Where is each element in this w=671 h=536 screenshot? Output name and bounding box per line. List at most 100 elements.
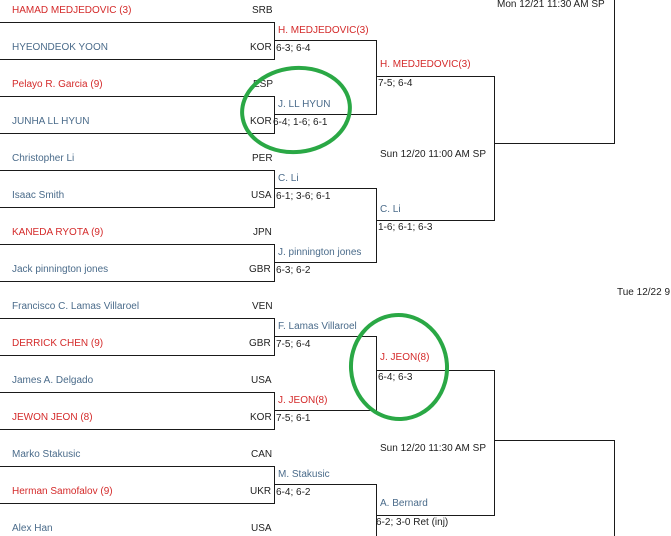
player-name: Pelayo R. Garcia (9) [12, 79, 103, 90]
r3-winner: H. MEDJEDOVIC(3) [380, 59, 471, 70]
r1-line [0, 22, 274, 23]
r2-score: 7-5; 6-1 [276, 413, 311, 424]
r1-connector [274, 318, 275, 356]
r1-line [0, 59, 274, 60]
player-country: KOR [250, 42, 272, 53]
r4-line [494, 143, 614, 144]
player-name: Marko Stakusic [12, 449, 81, 460]
player-name: Christopher Li [12, 153, 75, 164]
schedule-r3-bottom: Sun 12/20 11:30 AM SP [380, 443, 487, 454]
r3-winner: A. Bernard [380, 498, 428, 509]
player-country: USA [251, 523, 272, 534]
r2-score: 6-3; 6-2 [276, 265, 311, 276]
r2-score: 6-1; 3-6; 6-1 [276, 191, 331, 202]
player-name: James A. Delgado [12, 375, 94, 386]
r1-line [0, 133, 274, 134]
r1-line [0, 392, 274, 393]
r3-score: 7-5; 6-4 [378, 78, 413, 89]
r3-winner: C. Li [380, 204, 401, 215]
player-name: JEWON JEON (8) [12, 412, 93, 423]
r1-line [0, 318, 274, 319]
highlight-circle [348, 313, 450, 421]
r2-winner: J. JEON(8) [278, 395, 328, 406]
r2-line [274, 336, 376, 337]
r1-connector [274, 22, 275, 60]
r3-score: 1-6; 6-1; 6-3 [378, 222, 433, 233]
r2-winner: F. Lamas Villaroel [278, 321, 357, 332]
r2-connector [376, 188, 377, 263]
player-name: Isaac Smith [12, 190, 65, 201]
r4-connector [614, 0, 615, 144]
r1-line [0, 207, 274, 208]
player-name: Alex Han [12, 523, 53, 534]
r2-winner: C. Li [278, 173, 299, 184]
r1-connector [274, 244, 275, 282]
r3-line [376, 220, 494, 221]
player-country: VEN [252, 301, 273, 312]
r2-connector [376, 336, 377, 411]
r1-line [0, 170, 274, 171]
r1-line [0, 244, 274, 245]
r2-line [274, 40, 376, 41]
r2-connector [376, 484, 377, 536]
schedule-r5: Tue 12/22 9 [617, 287, 671, 298]
r2-score: 6-4; 6-2 [276, 487, 311, 498]
r2-line [274, 484, 376, 485]
player-name: DERRICK CHEN (9) [12, 338, 104, 349]
r1-connector [274, 466, 275, 504]
r2-score: 6-3; 6-4 [276, 43, 311, 54]
r3-connector [494, 370, 495, 516]
r4-line [494, 440, 614, 441]
player-country: PER [252, 153, 273, 164]
player-name: HYEONDEOK YOON [12, 42, 108, 53]
player-country: SRB [252, 5, 273, 16]
r4-connector [614, 440, 615, 536]
r3-line [376, 76, 494, 77]
player-country: UKR [250, 486, 272, 497]
r2-line [274, 262, 376, 263]
r1-line [0, 429, 274, 430]
player-country: JPN [253, 227, 272, 238]
r1-line [0, 466, 274, 467]
r1-connector [274, 170, 275, 208]
player-country: USA [251, 375, 272, 386]
r2-score: 7-5; 6-4 [276, 339, 311, 350]
r2-winner: J. pinnington jones [278, 247, 362, 258]
player-name: KANEDA RYOTA (9) [12, 227, 104, 238]
r3-line [376, 370, 494, 371]
player-country: CAN [251, 449, 273, 460]
schedule-r4-top: Mon 12/21 11:30 AM SP [497, 0, 605, 10]
player-country: KOR [250, 412, 272, 423]
r3-score: 6-2; 3-0 Ret (inj) [376, 517, 449, 528]
r3-line [376, 515, 494, 516]
player-country: GBR [249, 338, 271, 349]
player-country: USA [251, 190, 272, 201]
r2-winner: J. LL HYUN [278, 99, 331, 110]
player-name: Francisco C. Lamas Villaroel [12, 301, 140, 312]
schedule-r3-top: Sun 12/20 11:00 AM SP [380, 149, 487, 160]
player-country: GBR [249, 264, 271, 275]
r1-connector [274, 96, 275, 134]
r3-connector [494, 76, 495, 221]
r3-score: 6-4; 6-3 [378, 372, 413, 383]
r2-winner: M. Stakusic [278, 469, 330, 480]
player-country: ESP [253, 79, 274, 90]
player-name: HAMAD MEDJEDOVIC (3) [12, 5, 132, 16]
player-name: Herman Samofalov (9) [12, 486, 113, 497]
r2-line [274, 188, 376, 189]
r1-connector [274, 392, 275, 430]
r3-winner: J. JEON(8) [380, 352, 430, 363]
player-name: Jack pinnington jones [12, 264, 109, 275]
player-name: JUNHA LL HYUN [12, 116, 90, 127]
r2-score: 6-4; 1-6; 6-1 [273, 117, 328, 128]
r2-connector [376, 40, 377, 115]
r1-line [0, 503, 274, 504]
r2-winner: H. MEDJEDOVIC(3) [278, 25, 369, 36]
r2-line [274, 114, 376, 115]
player-country: KOR [250, 116, 272, 127]
r1-line [0, 355, 274, 356]
highlight-circle [240, 65, 352, 155]
r1-line [0, 96, 274, 97]
